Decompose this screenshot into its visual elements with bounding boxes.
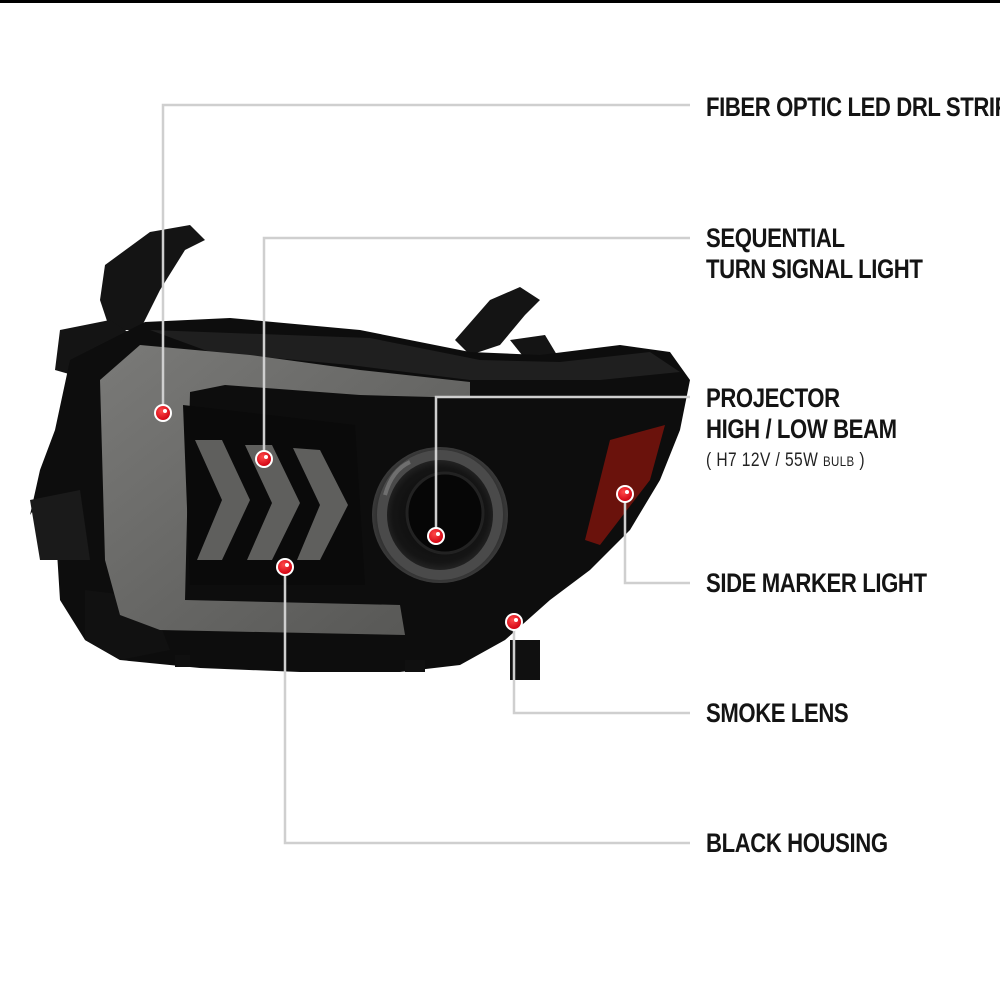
callout-dots: [154, 404, 634, 631]
callout-lines: [161, 103, 690, 845]
label-text: PROJECTOR: [706, 383, 840, 413]
label-black-housing: BLACK HOUSING: [706, 828, 888, 859]
label-side-marker: SIDE MARKER LIGHT: [706, 568, 927, 599]
label-text: SIDE MARKER LIGHT: [706, 568, 927, 598]
label-smoke-lens: SMOKE LENS: [706, 698, 849, 729]
label-text: FIBER OPTIC LED DRL STRIP: [706, 92, 1000, 122]
label-text: TURN SIGNAL LIGHT: [706, 254, 923, 284]
label-text: HIGH / LOW BEAM: [706, 414, 897, 444]
label-text: SMOKE LENS: [706, 698, 849, 728]
sequential-chevrons: [195, 440, 348, 560]
bulb-spec: ( H7 12V / 55W BULB ): [706, 445, 897, 477]
top-border: [0, 0, 1000, 3]
bulb-spec-text: ( H7 12V / 55W: [706, 450, 823, 471]
bulb-word: BULB: [822, 453, 855, 469]
projector-lens: [372, 447, 508, 583]
label-fiber-optic-drl: FIBER OPTIC LED DRL STRIP: [706, 92, 1000, 123]
bulb-spec-end: ): [854, 450, 865, 471]
label-text: BLACK HOUSING: [706, 828, 888, 858]
drl-strip: [100, 345, 470, 635]
label-projector: PROJECTOR HIGH / LOW BEAM ( H7 12V / 55W…: [706, 383, 897, 477]
label-text: SEQUENTIAL: [706, 223, 845, 253]
label-sequential-turn-signal: SEQUENTIAL TURN SIGNAL LIGHT: [706, 223, 923, 285]
